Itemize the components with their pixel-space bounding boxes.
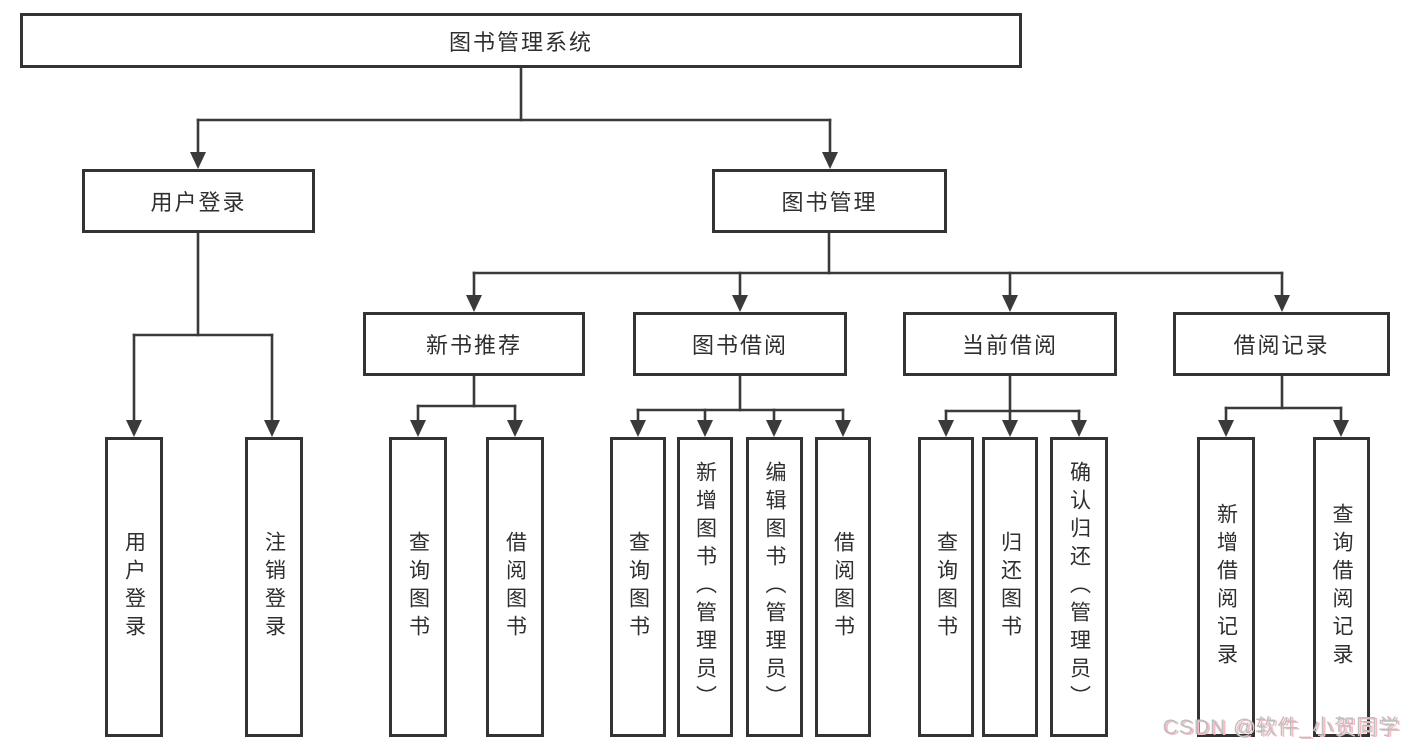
leaf-query-book-1-label: 查询图书 <box>406 531 430 643</box>
leaf-query-book-3-label: 查询图书 <box>934 531 958 643</box>
leaf-borrow-book-2: 借阅图书 <box>815 437 871 737</box>
leaf-query-borrow-record: 查询借阅记录 <box>1313 437 1370 737</box>
leaf-user-login: 用户登录 <box>105 437 163 737</box>
node-new-book-recommend: 新书推荐 <box>363 312 585 376</box>
leaf-add-book-admin: 新增图书（管理员） <box>677 437 733 737</box>
node-book-borrow: 图书借阅 <box>633 312 847 376</box>
leaf-return-book: 归还图书 <box>982 437 1038 737</box>
leaf-add-borrow-record: 新增借阅记录 <box>1197 437 1255 737</box>
leaf-borrow-book-2-label: 借阅图书 <box>831 531 855 643</box>
node-current-borrow: 当前借阅 <box>903 312 1117 376</box>
leaf-edit-book-admin-label: 编辑图书（管理员） <box>763 461 786 713</box>
leaf-add-borrow-record-label: 新增借阅记录 <box>1214 503 1238 671</box>
leaf-add-book-admin-label: 新增图书（管理员） <box>693 461 717 713</box>
leaf-confirm-return-admin-label: 确认归还（管理员） <box>1067 461 1091 713</box>
leaf-user-login-label: 用户登录 <box>122 531 146 643</box>
leaf-query-book-1: 查询图书 <box>389 437 447 737</box>
leaf-edit-book-admin: 编辑图书（管理员） <box>746 437 803 737</box>
leaf-query-book-2: 查询图书 <box>610 437 666 737</box>
node-borrow-records: 借阅记录 <box>1173 312 1390 376</box>
leaf-borrow-book-1-label: 借阅图书 <box>503 531 527 643</box>
leaf-query-book-2-label: 查询图书 <box>626 531 650 643</box>
leaf-borrow-book-1: 借阅图书 <box>486 437 544 737</box>
leaf-query-borrow-record-label: 查询借阅记录 <box>1330 503 1353 671</box>
leaf-logout: 注销登录 <box>245 437 303 737</box>
csdn-watermark: CSDN @软件_小贺同学 <box>1162 716 1400 739</box>
leaf-return-book-label: 归还图书 <box>998 531 1022 643</box>
node-book-management: 图书管理 <box>712 169 947 233</box>
leaf-logout-label: 注销登录 <box>262 531 286 643</box>
node-root: 图书管理系统 <box>20 13 1022 68</box>
node-user-login: 用户登录 <box>82 169 315 233</box>
leaf-confirm-return-admin: 确认归还（管理员） <box>1050 437 1108 737</box>
leaf-query-book-3: 查询图书 <box>918 437 974 737</box>
